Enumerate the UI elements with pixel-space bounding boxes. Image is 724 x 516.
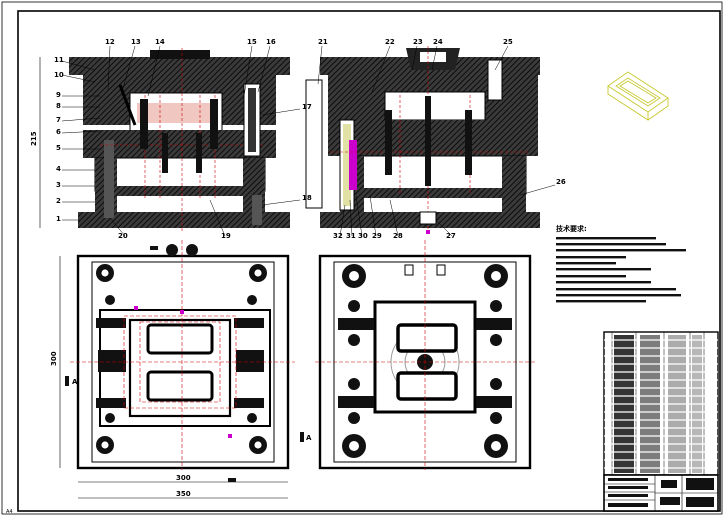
callouts-top-right: 21 22 23 24 25 — [318, 38, 513, 46]
dimension-lines — [39, 57, 288, 499]
callout-6: 6 — [56, 128, 61, 136]
tech-req-title: 技术要求: — [556, 224, 587, 233]
callout-1: 1 — [56, 215, 61, 223]
callout-9: 9 — [56, 91, 61, 99]
callout-15: 15 — [247, 38, 257, 46]
callout-19: 19 — [221, 232, 231, 240]
callout-8: 8 — [56, 102, 61, 110]
title-block — [603, 474, 719, 512]
callouts-top-left: 12 13 14 15 16 — [105, 38, 276, 46]
callout-22: 22 — [385, 38, 395, 46]
callout-12: 12 — [105, 38, 115, 46]
callouts-left: 11 10 9 8 7 6 5 4 3 2 1 — [54, 56, 64, 223]
callout-16: 16 — [266, 38, 276, 46]
callout-2: 2 — [56, 197, 61, 205]
section-mark-top: A — [72, 378, 78, 386]
inner-frame — [17, 10, 721, 512]
dim-width-outer: 350 — [176, 490, 191, 498]
dim-width-inner: 300 — [176, 474, 191, 482]
callout-3: 3 — [56, 181, 61, 189]
callout-23: 23 — [413, 38, 423, 46]
tech-requirements: 技术要求: — [556, 224, 686, 303]
parts-list-table — [603, 331, 719, 476]
callout-10: 10 — [54, 71, 64, 79]
callout-32: 32 — [333, 232, 343, 240]
callout-13: 13 — [131, 38, 141, 46]
callout-27: 27 — [446, 232, 456, 240]
callouts-bottom-left: 20 19 — [118, 232, 231, 240]
callout-25: 25 — [503, 38, 513, 46]
callout-24: 24 — [433, 38, 443, 46]
callout-5: 5 — [56, 144, 61, 152]
callout-31: 31 — [346, 232, 356, 240]
corner-mark: A4 — [6, 509, 13, 515]
isometric-part-view — [607, 71, 669, 121]
dim-height-left: 215 — [30, 131, 38, 146]
callout-7: 7 — [56, 116, 61, 124]
leader-lines — [61, 45, 556, 237]
dim-height-plan: 300 — [50, 351, 58, 366]
plan-view-right — [315, 240, 535, 470]
callout-4: 4 — [56, 165, 61, 173]
section-mark-bottom: A — [306, 434, 312, 442]
section-view-right — [305, 46, 540, 234]
callout-29: 29 — [372, 232, 382, 240]
callout-14: 14 — [155, 38, 165, 46]
callout-18: 18 — [302, 194, 312, 202]
callout-11: 11 — [54, 56, 64, 64]
plan-view-left — [70, 240, 295, 470]
callouts-bottom-right: 32 31 30 29 28 27 — [333, 232, 456, 240]
callout-17: 17 — [302, 103, 312, 111]
section-marks — [65, 246, 304, 482]
section-view-left — [69, 48, 290, 232]
callout-26: 26 — [556, 178, 566, 186]
callout-28: 28 — [393, 232, 403, 240]
callout-30: 30 — [358, 232, 368, 240]
callout-21: 21 — [318, 38, 328, 46]
callout-20: 20 — [118, 232, 128, 240]
